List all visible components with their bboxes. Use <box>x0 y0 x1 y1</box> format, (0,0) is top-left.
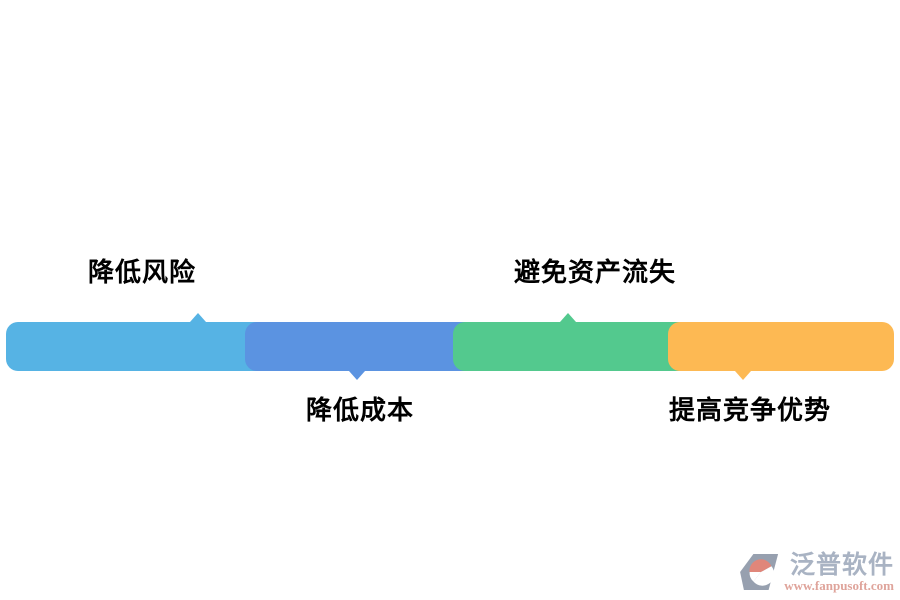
segment-competitive-advantage <box>668 322 894 371</box>
fanpu-logo-icon <box>740 553 779 591</box>
label-avoid-asset-loss: 避免资产流失 <box>514 258 677 288</box>
label-reduce-risk: 降低风险 <box>88 258 197 288</box>
watermark: 泛普软件 www.fanpusoft.com <box>740 552 894 593</box>
watermark-url: www.fanpusoft.com <box>784 578 894 593</box>
pointer-down-icon <box>349 371 365 380</box>
segment-reduce-cost <box>245 322 480 371</box>
pointer-up-icon <box>190 313 206 322</box>
label-competitive-advantage: 提高竞争优势 <box>669 396 832 426</box>
label-reduce-cost: 降低成本 <box>306 396 415 426</box>
pointer-up-icon <box>560 313 576 322</box>
pointer-down-icon <box>735 371 751 380</box>
segment-avoid-asset-loss <box>453 322 690 371</box>
watermark-brand: 泛普软件 <box>789 550 894 579</box>
